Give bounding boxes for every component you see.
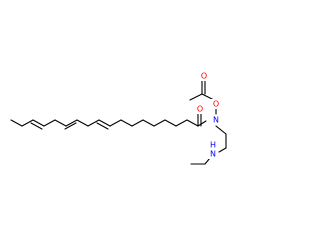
bond-chain-9-double-1	[98, 119, 111, 127]
bond-chain-7	[120, 119, 133, 127]
atom-amine-nitrogen: N	[210, 150, 216, 159]
bond-chain-15-double-2	[30, 122, 43, 130]
atom-amide-oxygen: O	[197, 105, 203, 114]
bond-chain-5	[142, 119, 155, 127]
bond-chain-11	[76, 119, 89, 127]
bond-chain-15-double-1	[32, 119, 45, 127]
bond-chain-8	[109, 119, 122, 127]
bond-chain-12-double-1	[65, 119, 78, 127]
bond-chain-12-double-2	[64, 122, 77, 130]
bond-chain-4	[153, 119, 166, 127]
atom-amine-hydrogen: H	[210, 141, 216, 150]
bond-amide-c-n	[197, 120, 207, 127]
bond-chain-1	[186, 119, 199, 127]
bond-ethyl-amine	[218, 147, 227, 153]
molecule-structure: O O N O N H	[10, 71, 227, 165]
bond-chain-2	[175, 119, 188, 127]
atom-acetyl-oxygen: O	[201, 72, 207, 81]
atom-labels: O O N O N H	[195, 71, 221, 159]
bond-chain-3	[164, 119, 177, 127]
bond-lines	[10, 80, 227, 165]
atom-amide-nitrogen: N	[213, 116, 219, 125]
bond-chain-9-double-2	[96, 122, 109, 130]
bond-acetyl-methyl	[189, 93, 203, 101]
bond-chain-13	[54, 119, 67, 127]
bond-chain-6	[131, 119, 144, 127]
atom-ester-oxygen: O	[213, 100, 219, 109]
bond-chain-16	[21, 119, 34, 127]
bond-chain-17	[10, 119, 23, 127]
bond-n-ethyl-1	[215, 125, 227, 135]
bond-chain-10	[87, 119, 100, 127]
bond-chain-14	[43, 119, 56, 127]
